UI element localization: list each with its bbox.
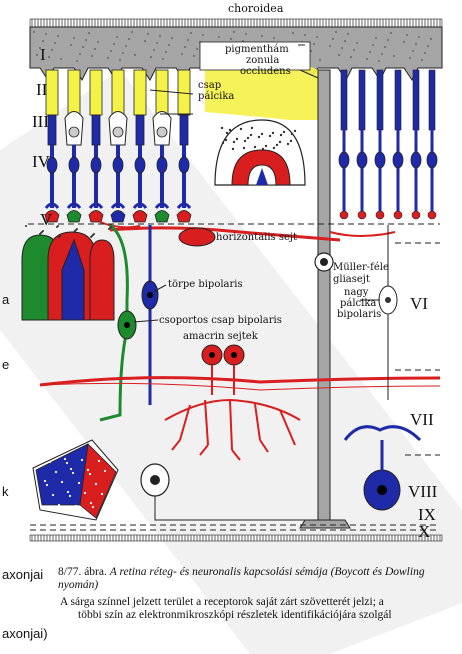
side-fragment: a bbox=[2, 292, 9, 307]
label-zonula: zonula bbox=[246, 55, 279, 66]
layer-label: VII bbox=[410, 410, 434, 430]
label-choroidea: choroidea bbox=[228, 3, 283, 14]
label-csoportos: csoportos csap bipolaris bbox=[159, 315, 282, 326]
layer-label: VIII bbox=[408, 482, 437, 502]
label-csap: csap bbox=[198, 80, 221, 91]
label-torpe: törpe bipolaris bbox=[168, 279, 243, 290]
choroidea-band bbox=[30, 19, 442, 27]
label-palcika: pálcika bbox=[198, 91, 234, 102]
layer-label: V bbox=[40, 210, 52, 230]
figure-title: A retina réteg- és neuronalis kapcsolási… bbox=[58, 566, 425, 591]
label-muller: Müller-féle bbox=[333, 262, 389, 273]
layer-label: III bbox=[32, 112, 49, 132]
figure-caption-line2: többi szín az elektronmikroszkópi részle… bbox=[78, 609, 458, 622]
rod-bipolar-right bbox=[379, 225, 397, 400]
side-fragment: axonjai bbox=[2, 567, 43, 582]
layer-label: VI bbox=[410, 294, 428, 314]
label-nagy: nagy bbox=[344, 287, 368, 298]
label-nagy-palcika: pálcika bbox=[340, 298, 376, 309]
label-horizontalis: horizontalis sejt bbox=[216, 232, 297, 243]
layer-label: X bbox=[418, 522, 430, 542]
figure-caption-line1: A sárga színnel jelzett terület a recept… bbox=[60, 596, 460, 609]
side-fragment: k bbox=[2, 484, 9, 499]
side-fragment: axonjai) bbox=[2, 626, 48, 641]
layer-label: II bbox=[36, 80, 47, 100]
synapse-detail bbox=[215, 120, 305, 185]
label-gliasejt: gliasejt bbox=[333, 274, 370, 285]
right-photoreceptors bbox=[339, 70, 437, 219]
figure-abra: ábra. bbox=[84, 566, 107, 578]
layer-label: IV bbox=[32, 152, 50, 172]
label-pigment: pigmenthám bbox=[225, 44, 289, 55]
figure-number: 8/77. bbox=[58, 566, 81, 578]
layer-label: I bbox=[40, 45, 46, 65]
inner-limiting-membrane bbox=[30, 535, 442, 541]
label-occludens: occludens bbox=[240, 66, 291, 77]
figure-caption-title: 8/77. ábra. A retina réteg- és neuronali… bbox=[58, 566, 458, 592]
side-fragment: e bbox=[2, 357, 9, 372]
label-bipolaris: bipolaris bbox=[337, 309, 381, 320]
label-amacrin: amacrin sejtek bbox=[183, 331, 258, 342]
